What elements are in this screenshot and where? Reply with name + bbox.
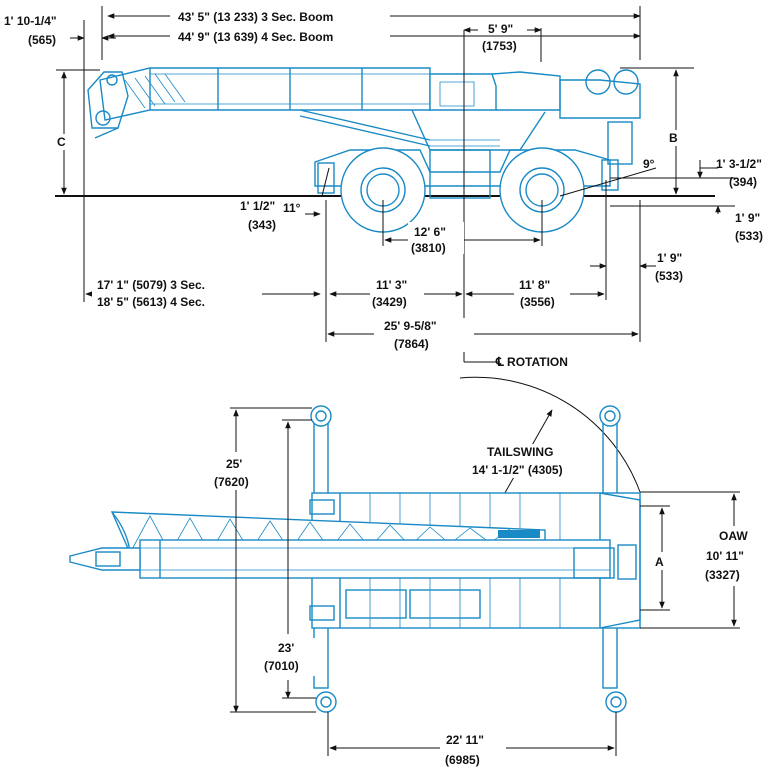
tailswing-value: 14' 1-1/2" (4305) bbox=[472, 463, 563, 477]
boom-side bbox=[87, 67, 431, 139]
ground-clearance-metric: (533) bbox=[735, 229, 763, 243]
tailswing-label: TAILSWING bbox=[487, 445, 553, 459]
front-outrigger-metric: (7620) bbox=[214, 475, 249, 489]
front-approach-angle: 11° bbox=[283, 201, 301, 215]
oaw-metric: (3327) bbox=[705, 568, 740, 582]
oaw-imperial: 10' 11" bbox=[706, 549, 744, 563]
rear-overhang-imperial: 1' 9" bbox=[657, 251, 682, 265]
oaw-label: OAW bbox=[719, 529, 748, 543]
rear-departure-angle: 9° bbox=[643, 157, 655, 171]
dimension-c-label: C bbox=[57, 135, 66, 149]
rear-outrigger-metric: (7010) bbox=[264, 659, 299, 673]
rear-axle-dist-imperial: 11' 8" bbox=[519, 278, 550, 292]
overall-length-imperial: 25' 9-5/8" bbox=[384, 319, 437, 333]
boom-4sec-label: 44' 9" (13 639) 4 Sec. Boom bbox=[178, 30, 333, 44]
rotation-label: ℄ ROTATION bbox=[495, 355, 568, 369]
outrigger-span-imperial: 22' 11" bbox=[446, 733, 484, 747]
wheelbase-imperial: 12' 6" bbox=[414, 225, 446, 239]
boom-tip-imperial: 1' 10-1/4" bbox=[4, 14, 57, 28]
dimension-a-label: A bbox=[655, 555, 664, 569]
rear-overhang-metric: (533) bbox=[655, 269, 683, 283]
front-axle-dist-metric: (3429) bbox=[372, 295, 407, 309]
front-overhang-3sec: 17' 1" (5079) 3 Sec. bbox=[97, 278, 205, 292]
front-clearance-metric: (343) bbox=[248, 218, 276, 232]
boom-tip-metric: (565) bbox=[28, 33, 56, 47]
front-axle-dist-imperial: 11' 3" bbox=[376, 278, 407, 292]
ground-clearance-imperial: 1' 9" bbox=[735, 211, 760, 225]
rear-outrigger-imperial: 23' bbox=[278, 641, 294, 655]
top-view: TAILSWING 14' 1-1/2" (4305) bbox=[69, 376, 768, 772]
front-clearance-imperial: 1' 1/2" bbox=[240, 199, 275, 213]
rear-clearance-metric: (394) bbox=[729, 175, 757, 189]
cab-offset-metric: (1753) bbox=[482, 39, 517, 53]
rear-axle-dist-metric: (3556) bbox=[520, 295, 555, 309]
boom-3sec-label: 43' 5" (13 233) 3 Sec. Boom bbox=[178, 10, 333, 24]
front-overhang-4sec: 18' 5" (5613) 4 Sec. bbox=[97, 295, 205, 309]
cab-offset-imperial: 5' 9" bbox=[488, 22, 513, 36]
upperworks-side bbox=[299, 69, 641, 151]
overall-length-metric: (7864) bbox=[394, 337, 429, 351]
wheelbase-metric: (3810) bbox=[411, 241, 446, 255]
front-outrigger-imperial: 25' bbox=[226, 457, 242, 471]
rear-clearance-imperial: 1' 3-1/2" bbox=[716, 157, 762, 171]
outrigger-span-metric: (6985) bbox=[445, 753, 480, 767]
side-view: 43' 5" (13 233) 3 Sec. Boom 44' 9" (13 6… bbox=[4, 6, 763, 369]
boom-top bbox=[69, 539, 637, 580]
dimension-b-label: B bbox=[669, 131, 678, 145]
